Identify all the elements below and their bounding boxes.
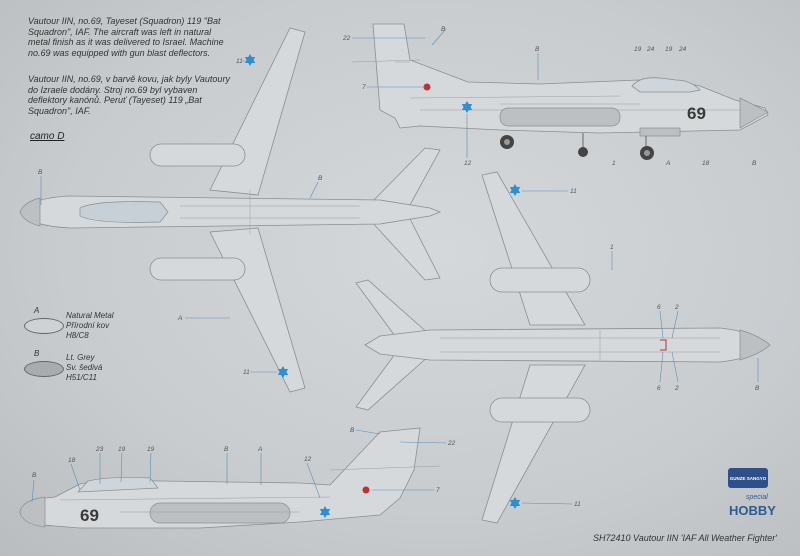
- callout: 7: [436, 487, 440, 494]
- callout: B: [350, 427, 355, 434]
- camo-label: camo D: [30, 131, 65, 142]
- callout: 6: [657, 304, 661, 311]
- callout: B: [755, 385, 760, 392]
- callout: B: [318, 175, 323, 182]
- gunze-logo-text: GUNZE SANGYO: [730, 476, 767, 481]
- callout: 1: [612, 160, 616, 167]
- callout: 11: [236, 58, 243, 65]
- legend-swatch-b: [24, 361, 64, 377]
- callout: 19: [665, 46, 673, 53]
- callouts-side-bottom: B 18 23 19 19 B A 12 B 22 7: [31, 427, 456, 503]
- callout: 11: [570, 188, 577, 195]
- callout: 19: [634, 46, 642, 53]
- legend-a-line: Natural Metal: [66, 311, 114, 320]
- callout: 1: [610, 244, 614, 251]
- brand-small-text: special: [746, 494, 768, 501]
- aircraft-number: 69: [687, 104, 706, 123]
- legend-swatch-a: [24, 318, 64, 334]
- callouts-side-top: 22 B 7 B 19 24 19 24 12 1 A 18 B: [342, 26, 757, 167]
- callout: B: [38, 169, 43, 176]
- legend-text-b: Lt. Grey Sv. šedivá H51/C11: [66, 353, 102, 383]
- callout: 7: [362, 84, 366, 91]
- callout: 12: [464, 160, 472, 167]
- callout: 23: [95, 446, 104, 453]
- aircraft-number-left: 69: [80, 506, 99, 525]
- gunze-sangyo-logo: GUNZE SANGYO: [728, 468, 768, 488]
- callout: 22: [342, 35, 351, 42]
- callout: 24: [678, 46, 687, 53]
- kit-title-footer: SH72410 Vautour IIN 'IAF All Weather Fig…: [593, 533, 778, 543]
- callout: A: [665, 160, 670, 167]
- plan-view-upper: 11 B B A 11: [19, 27, 442, 393]
- legend-b-line: Sv. šedivá: [66, 363, 103, 372]
- callout: B: [441, 26, 446, 33]
- legend-a-line: Přírodní kov: [66, 321, 110, 330]
- callout: 18: [702, 160, 710, 167]
- callout: 24: [646, 46, 655, 53]
- brand-text: HOBBY: [729, 503, 776, 518]
- callouts-plan-top: 11 B B A 11: [38, 58, 323, 376]
- callout: 18: [68, 457, 76, 464]
- callout: B: [224, 446, 229, 453]
- callout: 6: [657, 385, 661, 392]
- legend-b-line: Lt. Grey: [66, 353, 95, 362]
- callout: B: [32, 472, 37, 479]
- callout: A: [177, 315, 182, 322]
- legend-b-line: H51/C11: [66, 373, 97, 382]
- callout: B: [752, 160, 757, 167]
- legend-a-line: H8/C8: [66, 331, 89, 340]
- callouts-plan-bottom: 11 1 6 2 6 2 B 11: [521, 188, 760, 508]
- legend-text-a: Natural Metal Přírodní kov H8/C8: [66, 311, 114, 341]
- description-english: Vautour IIN, no.69, Tayeset (Squadron) 1…: [28, 16, 224, 58]
- callout: 19: [147, 446, 155, 453]
- special-hobby-logo: special HOBBY: [729, 494, 776, 518]
- callout: 11: [574, 501, 581, 508]
- callout: 11: [243, 369, 250, 376]
- plan-view-lower: 11 1 6 2 6 2 B 11: [355, 171, 771, 524]
- legend-key-a: A: [34, 306, 40, 315]
- callout: 19: [118, 446, 126, 453]
- legend-key-b: B: [34, 349, 40, 358]
- callout: 12: [304, 456, 312, 463]
- callout: 2: [674, 385, 679, 392]
- callout: 22: [447, 440, 456, 447]
- callout: A: [257, 446, 262, 453]
- side-view-right: 69 22 B 7 B 19 24 19 24 12 1 A 18 B: [342, 23, 769, 167]
- side-view-left: 69 B 18 23 19 19 B A 12 B 22 7: [19, 427, 456, 529]
- callout: B: [535, 46, 540, 53]
- callout: 2: [674, 304, 679, 311]
- description-czech: Vautour IIN, no.69, v barvě kovu, jak by…: [28, 74, 230, 116]
